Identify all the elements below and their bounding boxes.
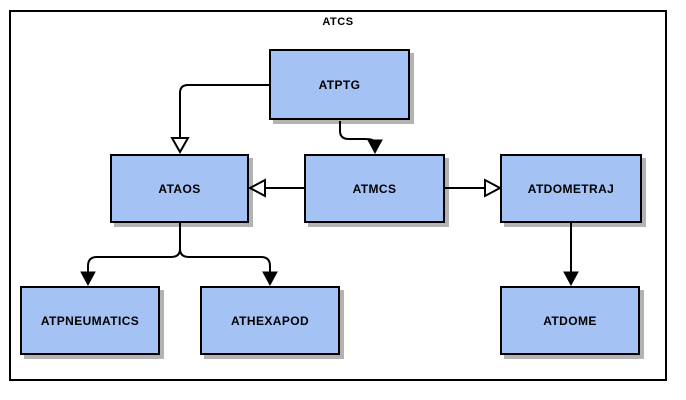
node-atdometraj-label: ATDOMETRAJ bbox=[527, 181, 615, 196]
node-athexapod-label: ATHEXAPOD bbox=[230, 313, 310, 328]
node-atmcs: ATMCS bbox=[304, 154, 445, 223]
node-atdome-label: ATDOME bbox=[543, 313, 597, 328]
node-atmcs-label: ATMCS bbox=[352, 181, 397, 196]
node-atptg-label: ATPTG bbox=[318, 77, 361, 92]
node-atdome: ATDOME bbox=[500, 286, 640, 355]
node-ataos-label: ATAOS bbox=[158, 181, 201, 196]
node-atptg: ATPTG bbox=[269, 49, 410, 120]
node-athexapod: ATHEXAPOD bbox=[200, 286, 340, 355]
node-ataos: ATAOS bbox=[110, 154, 249, 223]
diagram-title: ATCS bbox=[322, 16, 354, 28]
node-atdometraj: ATDOMETRAJ bbox=[500, 154, 642, 223]
node-atpneumatics-label: ATPNEUMATICS bbox=[40, 313, 140, 328]
node-atpneumatics: ATPNEUMATICS bbox=[20, 286, 160, 355]
